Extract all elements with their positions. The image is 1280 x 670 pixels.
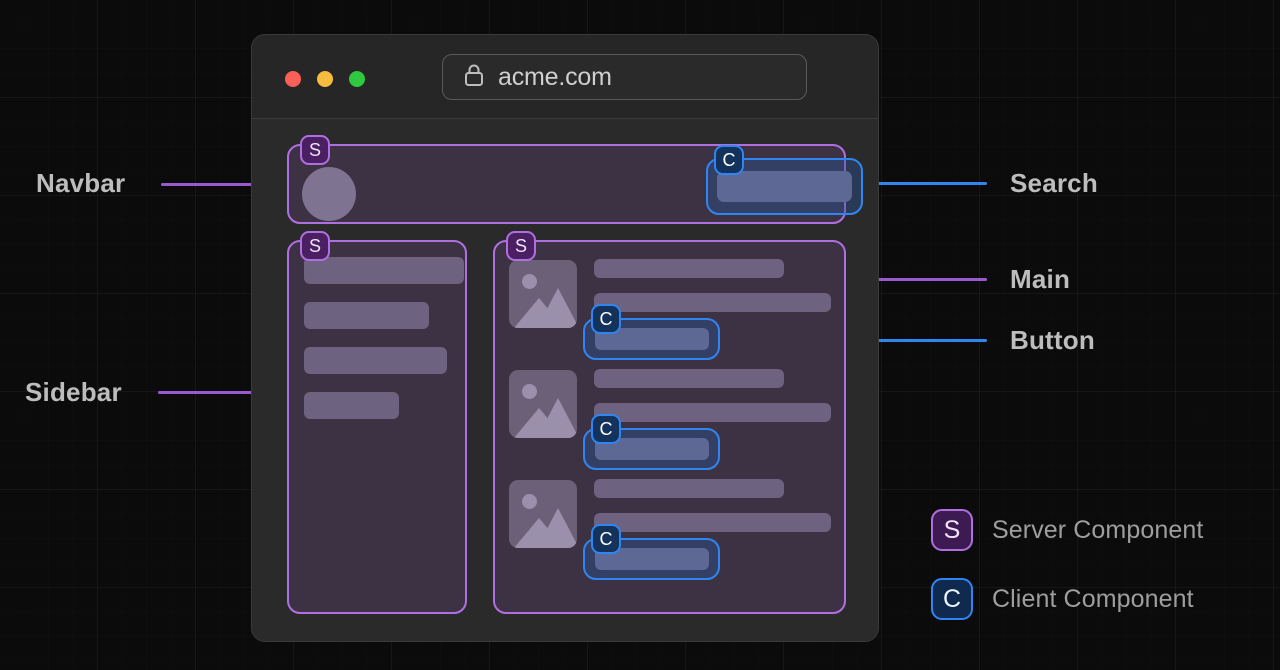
window-minimize-button[interactable] — [317, 71, 333, 87]
list-item[interactable]: C — [509, 476, 831, 586]
row-button[interactable] — [594, 328, 709, 350]
list-item-title — [594, 369, 784, 388]
browser-window: acme.com C S S — [251, 34, 879, 642]
sidebar-item[interactable] — [304, 392, 399, 419]
list-item[interactable]: C — [509, 366, 831, 476]
list-item-subtitle — [594, 513, 831, 532]
search-region[interactable] — [706, 158, 863, 215]
image-placeholder-icon — [509, 480, 577, 548]
client-badge-button-icon: C — [591, 414, 621, 444]
legend-label-server: Server Component — [992, 515, 1204, 544]
window-close-button[interactable] — [285, 71, 301, 87]
legend-label-client: Client Component — [992, 584, 1194, 613]
address-bar[interactable]: acme.com — [442, 54, 807, 100]
legend-item-server: S Server Component — [931, 509, 1203, 551]
address-bar-url: acme.com — [498, 62, 612, 91]
annotation-label-search: Search — [1010, 168, 1098, 198]
list-item-title — [594, 479, 784, 498]
server-badge-main-icon: S — [506, 231, 536, 261]
legend-badge-server-icon: S — [931, 509, 973, 551]
client-badge-button-icon: C — [591, 524, 621, 554]
sidebar-item[interactable] — [304, 257, 464, 284]
list-item-title — [594, 259, 784, 278]
annotation-line-sidebar — [158, 391, 269, 394]
sidebar-item[interactable] — [304, 302, 429, 329]
page-viewport: C S S — [252, 119, 878, 641]
button-region[interactable] — [583, 538, 720, 580]
sidebar-item[interactable] — [304, 347, 447, 374]
server-badge-navbar-icon: S — [300, 135, 330, 165]
client-badge-search-icon: C — [714, 145, 744, 175]
list-item-subtitle — [594, 403, 831, 422]
legend-item-client: C Client Component — [931, 578, 1194, 620]
annotation-line-search — [836, 182, 987, 185]
server-badge-sidebar-icon: S — [300, 231, 330, 261]
list-item[interactable]: C — [509, 256, 831, 366]
annotation-label-button: Button — [1010, 325, 1095, 355]
client-badge-button-icon: C — [591, 304, 621, 334]
sidebar-region[interactable] — [287, 240, 467, 614]
row-button[interactable] — [594, 548, 709, 570]
legend-badge-client-icon: C — [931, 578, 973, 620]
annotation-line-main — [862, 278, 987, 281]
annotation-label-sidebar: Sidebar — [25, 377, 122, 407]
row-button[interactable] — [594, 438, 709, 460]
main-region[interactable]: C C — [493, 240, 846, 614]
search-input[interactable] — [717, 171, 852, 202]
browser-titlebar: acme.com — [252, 35, 878, 119]
annotation-label-navbar: Navbar — [36, 168, 126, 198]
avatar[interactable] — [302, 167, 356, 221]
image-placeholder-icon — [509, 260, 577, 328]
lock-icon — [463, 63, 485, 92]
navbar-region[interactable]: C — [287, 144, 863, 224]
window-maximize-button[interactable] — [349, 71, 365, 87]
list-item-subtitle — [594, 293, 831, 312]
annotation-label-main: Main — [1010, 264, 1071, 294]
image-placeholder-icon — [509, 370, 577, 438]
annotation-line-navbar — [161, 183, 269, 186]
